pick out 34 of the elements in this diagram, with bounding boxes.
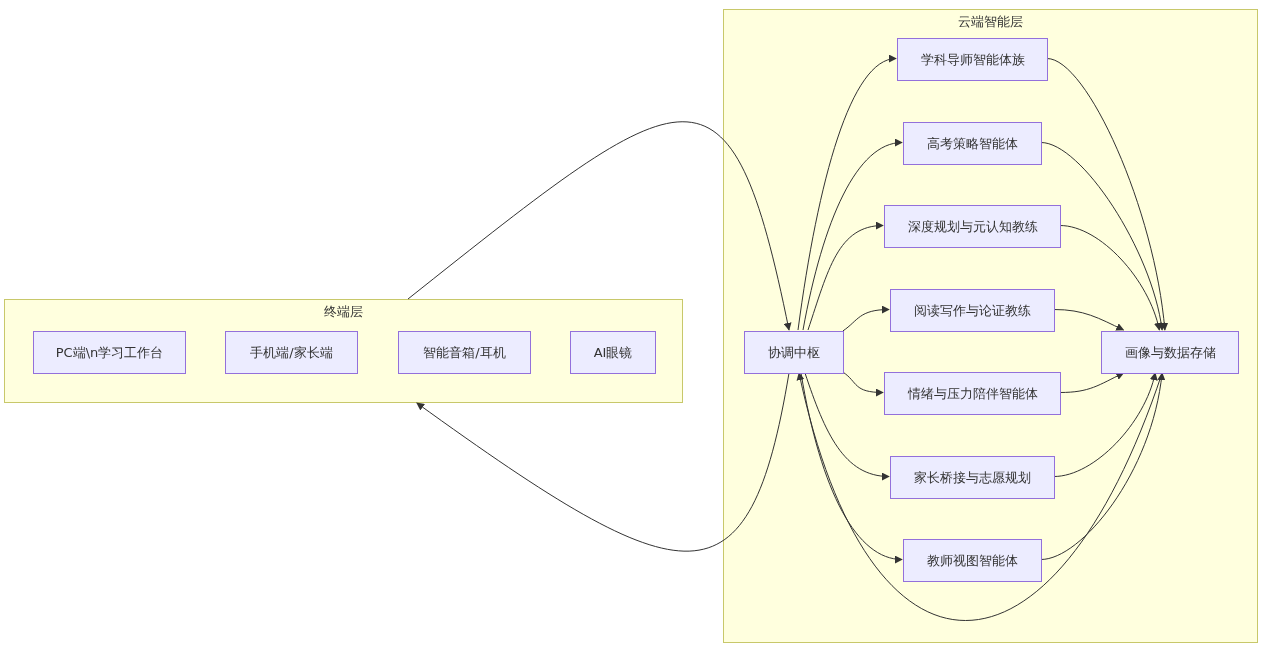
process-box: 高考策略智能体 [903, 122, 1042, 165]
arrow [1053, 372, 1158, 477]
process-box: 阅读写作与论证教练 [890, 289, 1055, 332]
process-box: PC端\n学习工作台 [33, 331, 186, 374]
process-box: 画像与数据存储 [1101, 331, 1239, 374]
arrow [1059, 372, 1125, 393]
process-box: 教师视图智能体 [903, 539, 1042, 582]
process-box: 情绪与压力陪伴智能体 [884, 372, 1061, 415]
arrow [800, 372, 903, 563]
arrow [1046, 58, 1168, 331]
layer-title: 云端智能层 [957, 13, 1024, 31]
arrow [407, 121, 792, 331]
arrow [1040, 142, 1165, 331]
arrow [797, 56, 897, 331]
arrow [807, 222, 884, 331]
process-box: 手机端/家长端 [225, 331, 358, 374]
process-box: 家长桥接与志愿规划 [890, 456, 1055, 499]
arrow [802, 139, 903, 331]
process-box: 智能音箱/耳机 [398, 331, 531, 374]
arrow [842, 305, 890, 332]
arrow [796, 372, 1163, 621]
arrow [1059, 225, 1162, 331]
layer-container [4, 299, 683, 403]
arrow [1040, 372, 1165, 560]
arrow [416, 372, 790, 552]
layer-title: 终端层 [323, 303, 364, 321]
process-box: 深度规划与元认知教练 [884, 205, 1061, 248]
arrow [842, 371, 884, 397]
process-box: 学科导师智能体族 [897, 38, 1048, 81]
process-box: AI眼镜 [570, 331, 656, 374]
process-box: 协调中枢 [744, 331, 844, 374]
arrow [1053, 309, 1125, 331]
arrow [804, 372, 890, 480]
layer-container [723, 9, 1258, 643]
